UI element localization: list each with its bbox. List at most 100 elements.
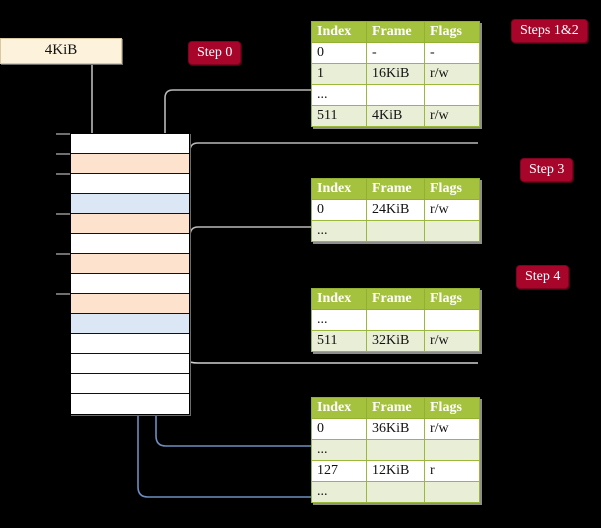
memory-frame-row (71, 234, 189, 254)
table-cell (366, 309, 425, 331)
table-cell: ... (311, 309, 367, 331)
table-cell (424, 220, 480, 242)
table-cell: 0 (311, 42, 367, 64)
source-frame-box: 4KiB (0, 38, 122, 64)
table-cell (366, 220, 425, 242)
memory-tick (56, 293, 70, 295)
column-header-flags: Flags (424, 178, 480, 200)
table-cell: - (424, 42, 480, 64)
badge-steps12: Steps 1&2 (511, 19, 588, 43)
memory-tick (56, 253, 70, 255)
column-header-index: Index (311, 178, 367, 200)
memory-tick (56, 133, 70, 135)
table-cell: ... (311, 220, 367, 242)
memory-frame-row (71, 154, 189, 174)
column-header-index: Index (311, 288, 367, 310)
table-cell: r/w (424, 105, 480, 127)
table-cell (424, 309, 480, 331)
badge-step3-label: Step 3 (529, 162, 565, 177)
table-cell: ... (311, 439, 367, 461)
memory-frame-row (71, 194, 189, 214)
table-cell: 1 (311, 63, 367, 85)
table-cell: 0 (311, 199, 367, 221)
table-cell: r/w (424, 418, 480, 440)
table-cell (424, 84, 480, 106)
table-cell: 32KiB (366, 330, 425, 352)
table-cell: 24KiB (366, 199, 425, 221)
table-cell (366, 481, 425, 503)
table-row: ... (311, 309, 480, 331)
table-cell: ... (311, 84, 367, 106)
badge-step0-label: Step 0 (197, 45, 233, 60)
table-cell: 0 (311, 418, 367, 440)
table-cell (424, 481, 480, 503)
badge-step0: Step 0 (188, 41, 242, 65)
badge-steps12-label: Steps 1&2 (520, 23, 579, 38)
memory-tick (56, 173, 70, 175)
memory-frame-row (71, 374, 189, 394)
source-frame-label: 4KiB (44, 42, 78, 58)
table-cell: 127 (311, 460, 367, 482)
table-cell: r/w (424, 63, 480, 85)
memory-frame-row (71, 274, 189, 294)
table-row: ... (311, 84, 480, 106)
table-cell: r (424, 460, 480, 482)
column-header-frame: Frame (366, 397, 425, 419)
table-row: ... (311, 439, 480, 461)
memory-frame-row (71, 254, 189, 274)
memory-frame-row (71, 294, 189, 314)
column-header-frame: Frame (366, 21, 425, 43)
table-cell: 4KiB (366, 105, 425, 127)
table-cell: 511 (311, 105, 367, 127)
table-cell: - (366, 42, 425, 64)
memory-tick (56, 153, 70, 155)
memory-tick (56, 213, 70, 215)
memory-frame-row (71, 174, 189, 194)
table-cell (424, 439, 480, 461)
table-row: ... (311, 220, 480, 242)
table-cell: 12KiB (366, 460, 425, 482)
column-header-frame: Frame (366, 288, 425, 310)
column-header-flags: Flags (424, 21, 480, 43)
column-header-flags: Flags (424, 288, 480, 310)
column-header-index: Index (311, 21, 367, 43)
table-cell: r/w (424, 199, 480, 221)
physical-memory-column (70, 133, 190, 415)
table-cell: 511 (311, 330, 367, 352)
column-header-flags: Flags (424, 397, 480, 419)
wire-l0-row511-out (189, 142, 478, 152)
table-row: ... (311, 481, 480, 503)
table-cell: ... (311, 481, 367, 503)
memory-frame-row (71, 134, 189, 154)
badge-step4-label: Step 4 (525, 269, 561, 284)
badge-step3: Step 3 (520, 158, 574, 182)
table-row: 0-- (311, 42, 480, 64)
table-cell: r/w (424, 330, 480, 352)
memory-frame-row (71, 214, 189, 234)
badge-step4: Step 4 (516, 265, 570, 289)
memory-frame-row (71, 334, 189, 354)
memory-frame-row (71, 314, 189, 334)
column-header-index: Index (311, 397, 367, 419)
memory-frame-row (71, 394, 189, 414)
table-cell (366, 84, 425, 106)
table-cell: 36KiB (366, 418, 425, 440)
table-cell (366, 439, 425, 461)
column-header-frame: Frame (366, 178, 425, 200)
memory-frame-row (71, 354, 189, 374)
